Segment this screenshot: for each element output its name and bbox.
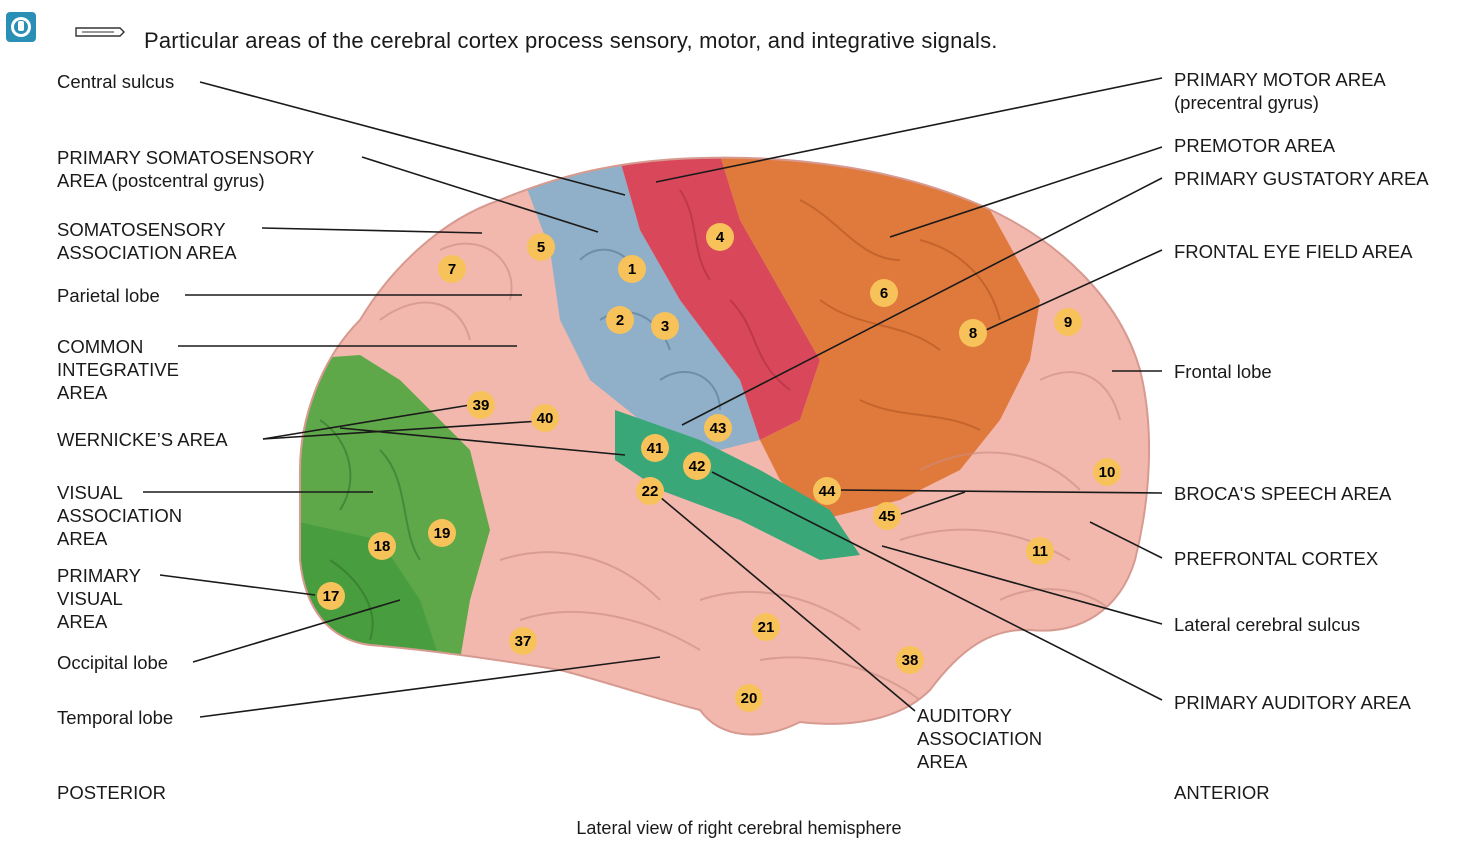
- svg-text:3: 3: [661, 318, 669, 335]
- area-marker: 10: [1093, 458, 1121, 486]
- label-prefrontal-cortex: PREFRONTAL CORTEX: [1174, 547, 1378, 570]
- svg-text:5: 5: [537, 239, 545, 256]
- label-auditory-association-area: AUDITORY ASSOCIATION AREA: [917, 704, 1042, 773]
- svg-text:18: 18: [374, 538, 391, 555]
- label-premotor-area: PREMOTOR AREA: [1174, 134, 1335, 157]
- area-marker: 37: [509, 627, 537, 655]
- area-marker: 1: [618, 255, 646, 283]
- area-marker: 40: [531, 404, 559, 432]
- label-primary-gustatory-area: PRIMARY GUSTATORY AREA: [1174, 167, 1429, 190]
- area-marker: 44: [813, 477, 841, 505]
- area-marker: 3: [651, 312, 679, 340]
- svg-text:9: 9: [1064, 314, 1072, 331]
- label-primary-motor-area: PRIMARY MOTOR AREA (precentral gyrus): [1174, 68, 1386, 114]
- svg-text:17: 17: [323, 588, 340, 605]
- svg-text:1: 1: [628, 261, 636, 278]
- label-frontal-eye-field-area: FRONTAL EYE FIELD AREA: [1174, 240, 1413, 263]
- label-occipital-lobe: Occipital lobe: [57, 651, 168, 674]
- label-lateral-cerebral-sulcus: Lateral cerebral sulcus: [1174, 613, 1360, 636]
- label-somatosensory-association-area: SOMATOSENSORY ASSOCIATION AREA: [57, 218, 237, 264]
- svg-text:7: 7: [448, 261, 456, 278]
- label-primary-auditory-area: PRIMARY AUDITORY AREA: [1174, 691, 1411, 714]
- label-wernickes-area: WERNICKE’S AREA: [57, 428, 228, 451]
- svg-text:4: 4: [716, 229, 725, 246]
- label-common-integrative-area: COMMON INTEGRATIVE AREA: [57, 335, 179, 404]
- label-central-sulcus: Central sulcus: [57, 70, 174, 93]
- area-marker: 45: [873, 502, 901, 530]
- label-frontal-lobe: Frontal lobe: [1174, 360, 1272, 383]
- svg-text:45: 45: [879, 508, 896, 525]
- svg-text:19: 19: [434, 525, 451, 542]
- area-marker: 6: [870, 279, 898, 307]
- area-marker: 39: [467, 391, 495, 419]
- label-parietal-lobe: Parietal lobe: [57, 284, 160, 307]
- svg-text:41: 41: [647, 440, 664, 457]
- svg-text:2: 2: [616, 312, 624, 329]
- area-marker: 20: [735, 684, 763, 712]
- area-marker: 21: [752, 613, 780, 641]
- area-marker: 19: [428, 519, 456, 547]
- svg-text:39: 39: [473, 397, 490, 414]
- area-marker: 38: [896, 646, 924, 674]
- area-marker: 42: [683, 452, 711, 480]
- svg-text:11: 11: [1032, 543, 1048, 560]
- svg-text:20: 20: [741, 690, 758, 707]
- area-marker: 11: [1026, 537, 1054, 565]
- label-visual-association-area: VISUAL ASSOCIATION AREA: [57, 481, 182, 550]
- area-marker: 22: [636, 477, 664, 505]
- area-marker: 41: [641, 434, 669, 462]
- area-marker: 9: [1054, 308, 1082, 336]
- svg-text:42: 42: [689, 458, 706, 475]
- label-anterior: ANTERIOR: [1174, 781, 1270, 804]
- label-brocas-speech-area: BROCA'S SPEECH AREA: [1174, 482, 1391, 505]
- svg-text:43: 43: [710, 420, 727, 437]
- figure-caption: Lateral view of right cerebral hemispher…: [0, 818, 1478, 839]
- svg-text:21: 21: [758, 619, 775, 636]
- svg-text:37: 37: [515, 633, 532, 650]
- area-marker: 2: [606, 306, 634, 334]
- svg-text:40: 40: [537, 410, 554, 427]
- area-marker: 18: [368, 532, 396, 560]
- svg-text:38: 38: [902, 652, 919, 669]
- svg-text:10: 10: [1099, 464, 1116, 481]
- area-marker: 43: [704, 414, 732, 442]
- svg-text:22: 22: [642, 483, 659, 500]
- svg-text:6: 6: [880, 285, 888, 302]
- label-primary-visual-area: PRIMARY VISUAL AREA: [57, 564, 141, 633]
- label-temporal-lobe: Temporal lobe: [57, 706, 173, 729]
- label-primary-somatosensory-area: PRIMARY SOMATOSENSORY AREA (postcentral …: [57, 146, 314, 192]
- svg-text:8: 8: [969, 325, 977, 342]
- svg-text:44: 44: [819, 483, 836, 500]
- area-marker: 7: [438, 255, 466, 283]
- area-marker: 17: [317, 582, 345, 610]
- label-posterior: POSTERIOR: [57, 781, 166, 804]
- area-marker: 4: [706, 223, 734, 251]
- area-marker: 5: [527, 233, 555, 261]
- area-marker: 8: [959, 319, 987, 347]
